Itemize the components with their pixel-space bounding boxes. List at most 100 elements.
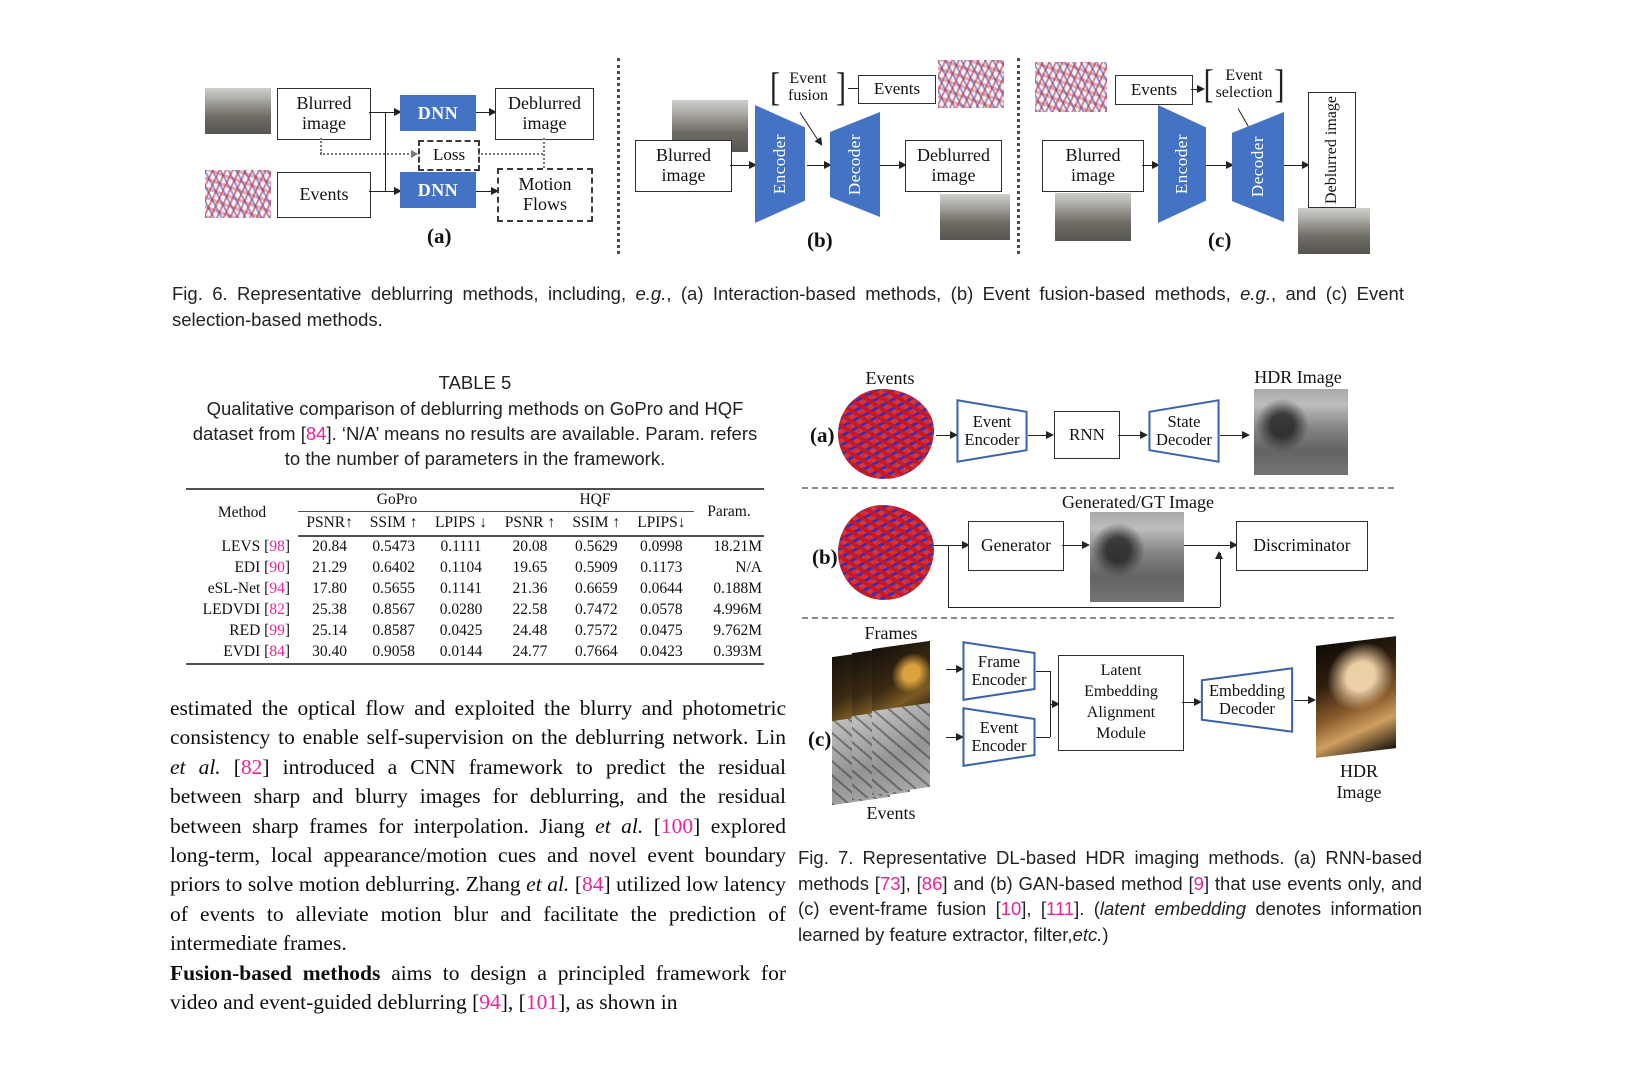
trapezoid-shape — [962, 707, 1036, 767]
events-node: Events — [1115, 75, 1193, 105]
decoder-node: Decoder — [830, 112, 880, 217]
connector-line — [848, 88, 858, 89]
method-cell: EVDI [84] — [223, 643, 290, 661]
value-cell: 0.0998 — [640, 538, 683, 556]
col-header: LPIPS ↓ — [426, 511, 496, 537]
value-cell: 0.5909 — [574, 559, 618, 577]
table-title: TABLE 5 — [438, 372, 512, 393]
value-cell: 0.1141 — [439, 580, 483, 598]
events-stack-thumb — [832, 702, 944, 807]
method-cell: LEVS [98] — [221, 537, 290, 555]
blurred-image-node: Blurred image — [635, 140, 732, 192]
connector-line — [1036, 737, 1050, 738]
value-cell: 0.8567 — [372, 601, 415, 619]
arrow — [807, 160, 832, 169]
value-cell: 24.48 — [512, 622, 548, 640]
paragraph: Fusion-based methods aims to design a pr… — [170, 960, 786, 1014]
panel-c-label: (c) — [808, 727, 832, 751]
node-label: Blurred image — [1065, 145, 1121, 185]
value-cell: 0.0425 — [439, 622, 483, 640]
node-label: State Decoder — [1156, 412, 1212, 449]
node-label: Event fusion — [788, 70, 828, 104]
state-decoder-node: State Decoder — [1148, 399, 1220, 463]
node-label: Embedding Decoder — [1208, 681, 1286, 718]
node-label: DNN — [417, 179, 459, 200]
value-cell: 0.8587 — [372, 622, 415, 640]
trapezoid-shape — [962, 641, 1036, 701]
events-label: Events — [865, 368, 915, 388]
loss-node: Loss — [418, 140, 480, 171]
method-cell: eSL-Net [94] — [207, 580, 290, 598]
events-label: Events — [866, 803, 916, 823]
value-cell: 0.9058 — [372, 643, 415, 661]
param-cell: 4.996M — [713, 601, 762, 619]
col-group-hqf: HQF — [495, 488, 694, 513]
arrow — [934, 540, 970, 549]
value-cell: 0.0280 — [439, 601, 483, 619]
value-cell: 0.5473 — [372, 538, 415, 556]
node-label: Events — [873, 79, 921, 99]
value-cell: 0.7664 — [574, 643, 618, 661]
table-row: EVDI [84] 30.40 0.9058 0.0144 24.77 0.76… — [186, 642, 764, 664]
arrow — [476, 186, 499, 195]
decoder-node: Decoder — [1232, 112, 1284, 222]
frame-encoder-node: Frame Encoder — [962, 641, 1036, 701]
arrow — [1028, 430, 1054, 439]
hdr-image-thumb — [1316, 636, 1396, 758]
connector-line — [385, 112, 386, 191]
node-label: Deblurred image — [1322, 96, 1340, 204]
table-caption: Qualitative comparison of deblurring met… — [192, 398, 758, 469]
event-encoder-node: Event Encoder — [956, 399, 1028, 463]
panel-c-label: (c) — [1208, 228, 1232, 252]
panel-b-label: (b) — [812, 545, 838, 569]
blurred-image-node: Blurred image — [277, 88, 371, 140]
method-cell: LEDVDI [82] — [202, 601, 290, 619]
figure-6: Blurred image Events DNN DNN Deblurred i… — [180, 58, 1430, 270]
arrow — [936, 430, 958, 439]
event-selection-node: Event selection — [1203, 64, 1285, 106]
arrow — [369, 107, 402, 116]
value-cell: 20.84 — [312, 538, 348, 556]
param-cell: 0.188M — [713, 580, 762, 598]
frames-label: Frames — [864, 623, 918, 643]
node-label: Encoder — [1172, 133, 1191, 195]
arrow — [946, 732, 964, 741]
events-cloud-thumb — [838, 505, 934, 600]
feedback-line — [948, 545, 949, 607]
node-label: Deblurred image — [917, 145, 990, 185]
col-header: LPIPS↓ — [628, 511, 694, 537]
events-cloud-thumb — [838, 389, 934, 479]
node-label: Encoder — [770, 133, 789, 195]
row-divider — [802, 617, 1394, 619]
panel-divider — [617, 58, 620, 254]
arrow — [1062, 540, 1090, 549]
value-cell: 0.0144 — [439, 643, 483, 661]
value-cell: 30.40 — [312, 643, 348, 661]
node-label: Blurred image — [296, 93, 352, 133]
blurred-image-node: Blurred image — [1042, 140, 1144, 192]
blurred-photo-thumb — [205, 88, 271, 134]
dotted-connector — [478, 153, 543, 155]
table-5: TABLE 5 Qualitative comparison of deblur… — [186, 372, 764, 665]
panel-a-label: (a) — [810, 423, 835, 447]
deblurred-image-node: Deblurred image — [905, 140, 1002, 192]
dnn-node: DNN — [400, 95, 476, 131]
comparison-table: Method GoPro HQF Param. PSNR↑ SSIM ↑ LPI… — [186, 487, 764, 665]
arrow — [730, 160, 757, 169]
value-cell: 24.77 — [512, 643, 548, 661]
panel-divider — [1017, 58, 1020, 254]
value-cell: 25.38 — [312, 601, 348, 619]
node-label: Deblurred image — [508, 93, 581, 133]
value-cell: 0.6659 — [574, 580, 618, 598]
value-cell: 25.14 — [312, 622, 348, 640]
node-label: DNN — [417, 102, 459, 123]
trapezoid-shape — [1200, 667, 1294, 733]
value-cell: 21.29 — [312, 559, 348, 577]
deblurred-image-node: Deblurred image — [1308, 92, 1356, 208]
param-cell: N/A — [735, 559, 762, 577]
trapezoid-shape — [956, 399, 1028, 463]
connector-line — [1036, 671, 1050, 672]
events-node: Events — [858, 75, 936, 104]
body-text-column: estimated the optical flow and exploited… — [170, 694, 786, 1014]
